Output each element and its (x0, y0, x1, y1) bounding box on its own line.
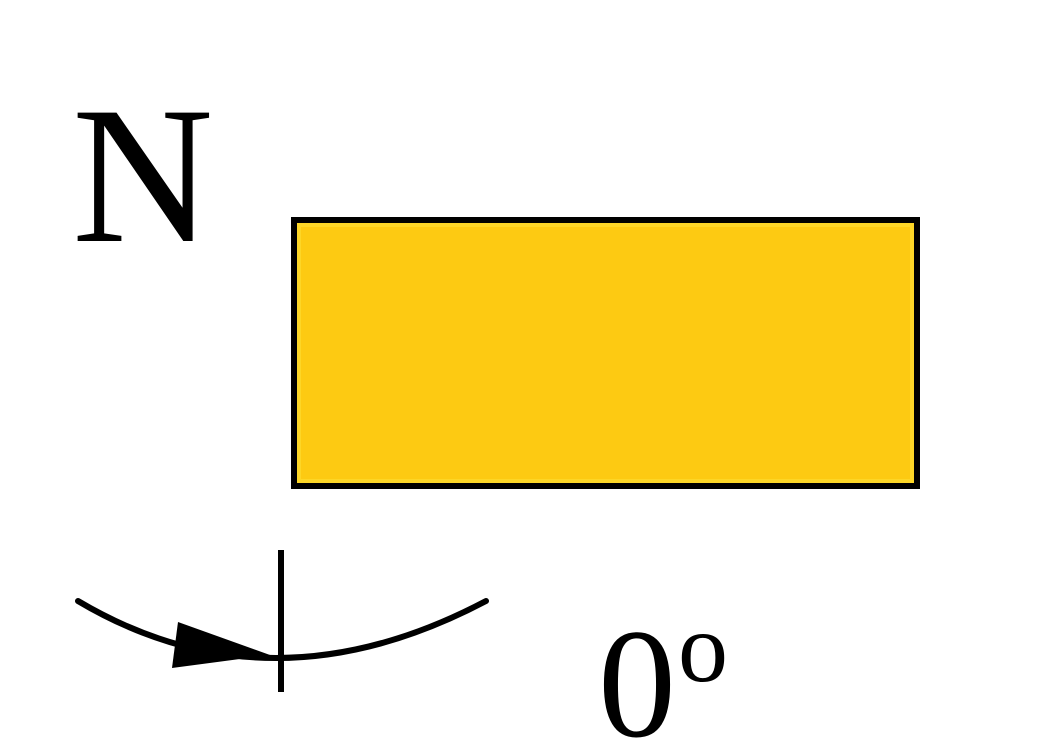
north-label: N (72, 67, 214, 284)
angle-label: 0o (598, 570, 728, 756)
angle-value: 0 (598, 597, 676, 756)
rectangular-block (291, 217, 920, 489)
angle-degree-unit: o (678, 592, 728, 703)
block-fill (297, 223, 914, 483)
rotation-arc (75, 598, 489, 661)
rotation-arrow-icon (172, 622, 270, 668)
